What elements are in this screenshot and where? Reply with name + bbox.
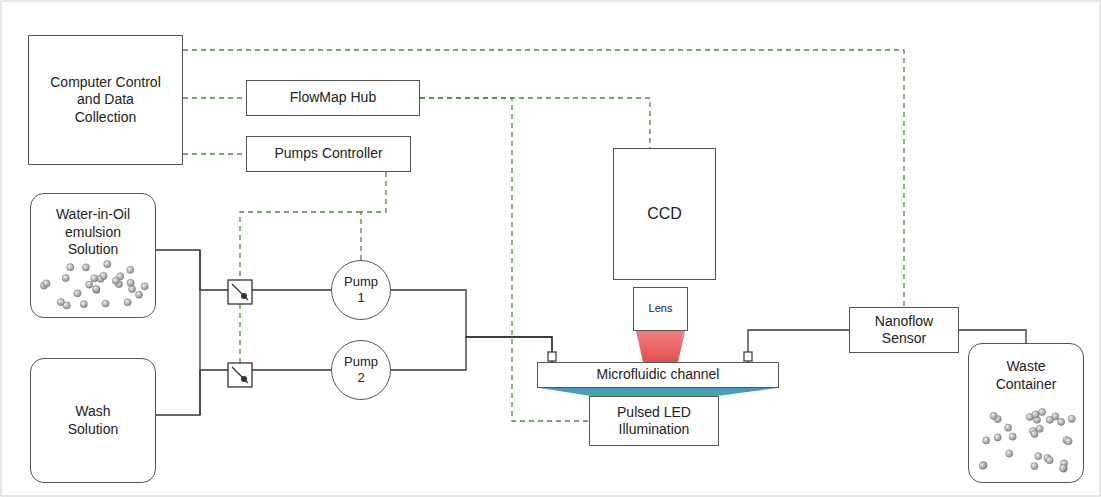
node-label: Waste Container [981,358,1071,393]
droplet [124,299,131,306]
channel-port [548,352,556,361]
fluid-line [391,337,552,370]
camera-box: CCD [613,148,716,280]
lens-box: Lens [633,287,688,331]
led-box: Pulsed LED Illumination [589,396,719,446]
droplet [112,277,119,284]
droplet [1068,415,1075,422]
fluid-line [748,330,849,362]
droplet [67,264,74,271]
pump-circle: Pump 1 [331,260,391,320]
control-line [183,153,246,154]
valve-symbol [228,280,252,304]
channel-box: Microfluidic channel [537,362,779,388]
reservoir: Water-in-Oil emulsion Solution [30,193,156,318]
led-glow [540,388,777,396]
droplet [93,285,100,292]
hub-box: FlowMap Hub [246,80,420,116]
droplet [1006,450,1013,457]
pump-circle: Pump 2 [331,340,391,400]
droplet [93,286,100,293]
droplet [127,279,134,286]
node-label: FlowMap Hub [290,89,376,107]
droplet [980,462,987,469]
droplet [1035,453,1042,460]
droplet [74,290,81,297]
reservoir: Wash Solution [30,358,156,483]
control-line [183,50,904,307]
droplet [990,412,997,419]
fluid-line [959,330,1026,343]
control-line [361,172,386,260]
valve-symbol [228,363,252,387]
droplet [1005,424,1012,431]
droplet [1031,430,1038,437]
fluid-line [156,370,331,415]
droplet [86,281,93,288]
droplet [63,302,70,309]
droplet [104,261,111,268]
sensor-box: Nanoflow Sensor [849,307,959,353]
droplet [127,266,134,273]
control-box: Computer Control and Data Collection [28,35,183,165]
droplet [1009,433,1016,440]
node-label: Lens [649,302,673,316]
droplet [1059,464,1066,471]
droplet [62,274,69,281]
droplet [100,272,107,279]
waste-container: Waste Container [968,343,1084,483]
fluid-line [391,290,552,362]
droplet [994,434,1001,441]
node-label: Pump 1 [341,274,381,307]
node-label: Pumps Controller [274,145,382,163]
droplet [1038,408,1045,415]
supply-line [199,250,200,415]
light-beam [636,331,685,362]
droplet [102,300,109,307]
droplet [979,462,986,469]
control-line [183,97,246,98]
droplet [1057,418,1064,425]
droplet [80,301,87,308]
node-label: Nanoflow Sensor [859,313,949,348]
droplet [141,283,148,290]
node-label: Microfluidic channel [597,366,720,384]
node-label: CCD [647,204,682,224]
droplet [82,264,89,271]
node-label: Pump 2 [341,354,381,387]
droplet [1052,413,1059,420]
controller-box: Pumps Controller [246,136,411,172]
node-label: Pulsed LED Illumination [599,404,709,439]
droplet [983,437,990,444]
droplet [91,275,98,282]
droplet [128,285,135,292]
droplets [40,261,1075,473]
channel-port [744,352,752,361]
droplet [1065,438,1072,445]
droplet [1031,462,1038,469]
droplet [1046,457,1053,464]
droplet [43,280,50,287]
node-label: Water-in-Oil emulsion Solution [43,206,143,259]
node-label: Computer Control and Data Collection [45,74,167,127]
control-line [420,98,650,148]
droplet [135,291,142,298]
node-label: Wash Solution [58,403,128,438]
droplet [1060,465,1067,472]
droplet [1032,411,1039,418]
